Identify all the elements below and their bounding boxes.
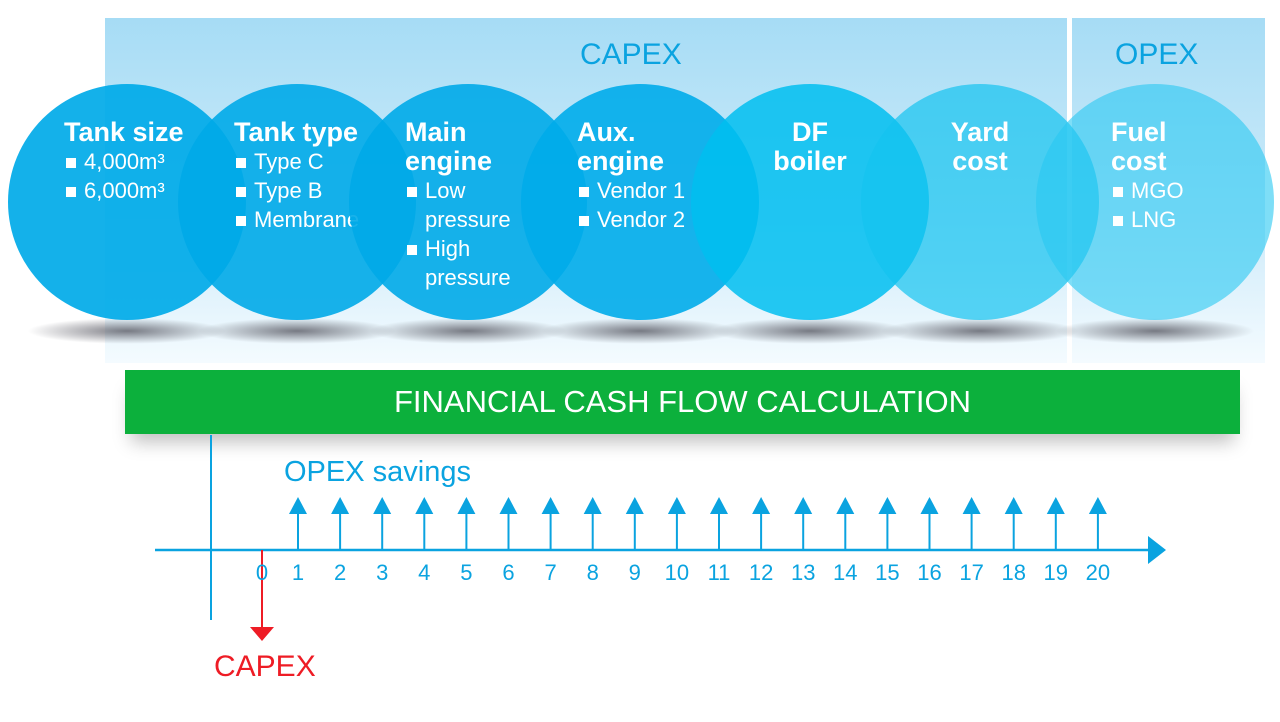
year-tick-label: 11 bbox=[708, 560, 731, 585]
year-tick-label: 20 bbox=[1086, 560, 1110, 585]
year-tick-label: 12 bbox=[749, 560, 773, 585]
year-tick-label: 6 bbox=[502, 560, 514, 585]
circle-title: Fuel bbox=[1111, 117, 1167, 147]
circle-bullet-item: pressure bbox=[425, 207, 511, 232]
opex-savings-arrowhead bbox=[625, 497, 644, 514]
circle-title: Tank type bbox=[234, 117, 359, 147]
circle-bullet-item: High bbox=[405, 234, 587, 263]
circle-shadow bbox=[710, 318, 910, 344]
circle-title: Main bbox=[405, 117, 467, 147]
opex-savings-arrowhead bbox=[373, 497, 392, 514]
year-tick-label: 7 bbox=[544, 560, 556, 585]
opex-savings-arrowhead bbox=[710, 497, 728, 514]
opex-savings-arrowhead bbox=[583, 497, 602, 514]
capex-label: CAPEX bbox=[214, 650, 316, 683]
opex-savings-arrowhead bbox=[289, 497, 307, 514]
opex-savings-arrowhead bbox=[962, 497, 981, 514]
circle-bullet-item: 4,000m³ bbox=[64, 147, 246, 176]
circle-shadow bbox=[1055, 318, 1255, 344]
circle-title: DF bbox=[792, 117, 828, 147]
circle-bullet-item: Membrane bbox=[234, 205, 416, 234]
year-tick-label: 13 bbox=[791, 560, 815, 585]
year-tick-label: 18 bbox=[1001, 560, 1025, 585]
circle-bullet-item: Vendor 1 bbox=[577, 176, 759, 205]
year-tick-label: 5 bbox=[460, 560, 472, 585]
circle-title: cost bbox=[1111, 146, 1167, 176]
circle-bullet-item: Type B bbox=[234, 176, 416, 205]
opex-savings-arrowhead bbox=[1046, 497, 1065, 514]
opex-savings-arrowhead bbox=[667, 497, 686, 514]
year-tick-label: 1 bbox=[292, 560, 304, 585]
circle-title: Aux. bbox=[577, 117, 636, 147]
circle-shadow bbox=[880, 318, 1080, 344]
circle-bullet-item: MGO bbox=[1111, 176, 1274, 205]
circle-title: engine bbox=[405, 146, 493, 176]
year-tick-label: 2 bbox=[334, 560, 346, 585]
year-tick-label: 9 bbox=[629, 560, 641, 585]
year-tick-label: 17 bbox=[959, 560, 983, 585]
opex-savings-arrowhead bbox=[878, 497, 897, 514]
opex-savings-arrowhead bbox=[457, 497, 476, 514]
opex-savings-arrowhead bbox=[1088, 497, 1107, 514]
opex-savings-arrowhead bbox=[794, 497, 813, 514]
circle-bullet-item: pressure bbox=[425, 265, 511, 290]
circle-title: cost bbox=[952, 146, 1008, 176]
circle-title: boiler bbox=[773, 146, 847, 176]
year-tick-label: 15 bbox=[875, 560, 899, 585]
circle-shadow bbox=[540, 318, 740, 344]
capex-arrowhead bbox=[250, 627, 274, 641]
opex-header: OPEX bbox=[1115, 38, 1199, 71]
year-tick-label: 4 bbox=[418, 560, 430, 585]
circle-shadow bbox=[368, 318, 568, 344]
opex-savings-arrowhead bbox=[415, 497, 434, 514]
opex-savings-label: OPEX savings bbox=[284, 456, 471, 488]
year-tick-label: 8 bbox=[587, 560, 599, 585]
cash-flow-banner: FINANCIAL CASH FLOW CALCULATION bbox=[125, 370, 1240, 434]
time-axis-arrowhead bbox=[1148, 536, 1166, 564]
opex-savings-arrowhead bbox=[541, 497, 560, 514]
opex-savings-arrowhead bbox=[499, 497, 518, 514]
opex-savings-arrowhead bbox=[836, 497, 855, 514]
opex-savings-arrowhead bbox=[331, 497, 350, 514]
circle-bullet-item: Type C bbox=[234, 147, 416, 176]
year-tick-label: 10 bbox=[665, 560, 689, 585]
opex-savings-arrowhead bbox=[752, 497, 771, 514]
year-tick-label: 19 bbox=[1044, 560, 1068, 585]
capex-header: CAPEX bbox=[580, 38, 682, 71]
circle-title: Tank size bbox=[64, 117, 184, 147]
circle-shadow bbox=[27, 318, 227, 344]
year-tick-label: 14 bbox=[833, 560, 857, 585]
circle-bullet-item: LNG bbox=[1111, 205, 1274, 234]
circle-title: Yard bbox=[950, 117, 1010, 147]
opex-savings-arrowhead bbox=[920, 497, 939, 514]
opex-savings-arrowhead bbox=[1004, 497, 1023, 514]
circle-shadow bbox=[197, 318, 397, 344]
circle-bullet-item: Low bbox=[405, 176, 587, 205]
year-tick-label: 0 bbox=[256, 560, 268, 585]
circle-bullet-item: Vendor 2 bbox=[577, 205, 759, 234]
circle-bullet-item: 6,000m³ bbox=[64, 176, 246, 205]
circle-title: engine bbox=[577, 146, 665, 176]
year-tick-label: 16 bbox=[917, 560, 941, 585]
year-tick-label: 3 bbox=[376, 560, 388, 585]
